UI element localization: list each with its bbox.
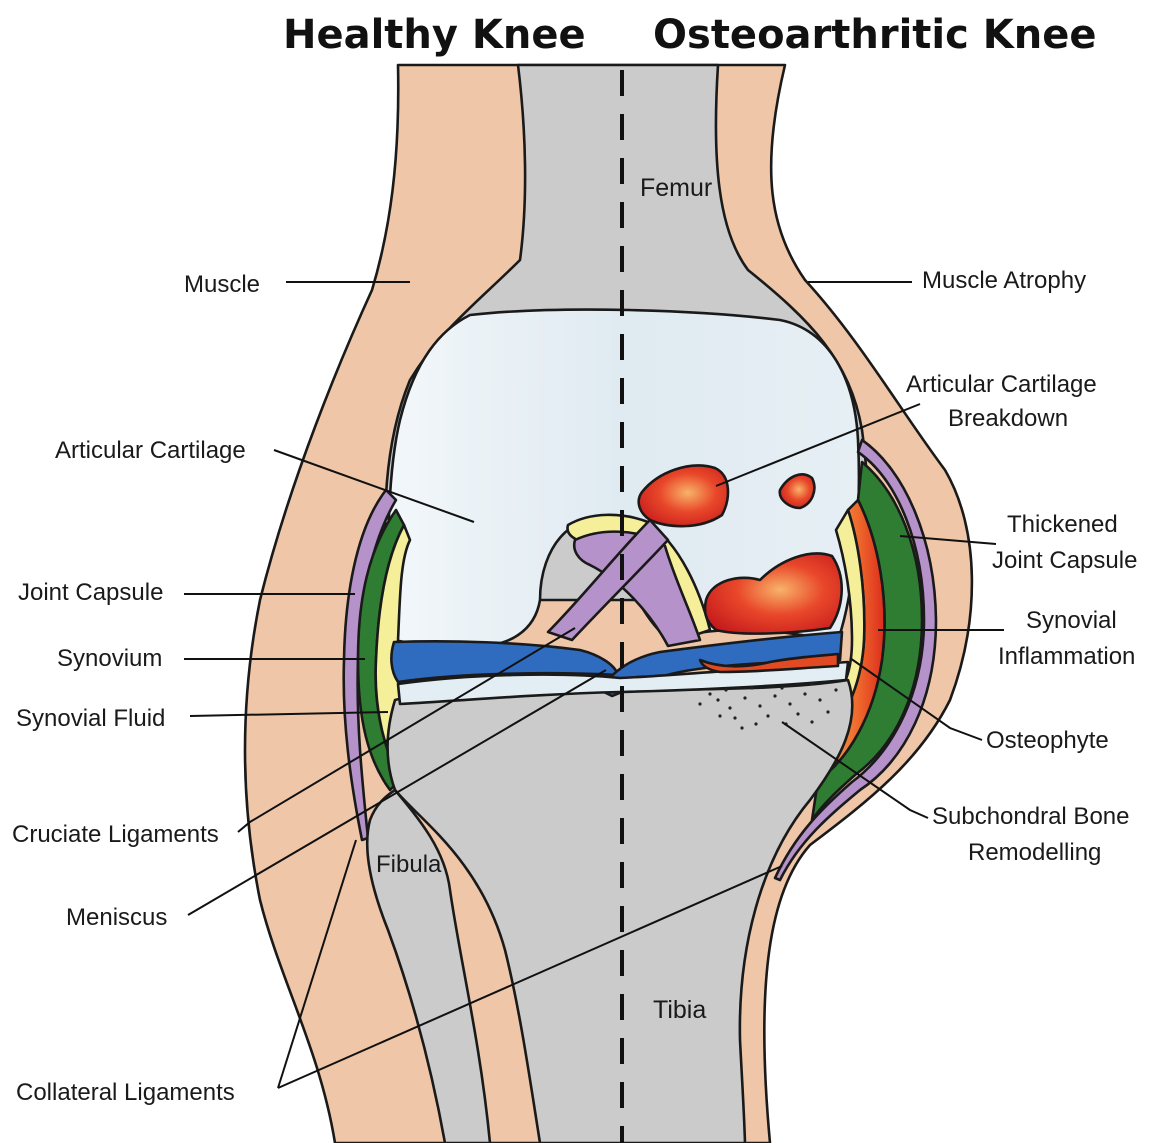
label-joint-capsule: Joint Capsule bbox=[18, 579, 163, 606]
label-muscle: Muscle bbox=[184, 271, 260, 298]
label-osteophyte: Osteophyte bbox=[986, 727, 1109, 754]
label-thickened-capsule-line1: Thickened bbox=[1007, 511, 1118, 538]
label-synovial-inflammation-line2: Inflammation bbox=[998, 643, 1135, 670]
label-subchondral-line2: Remodelling bbox=[968, 839, 1101, 866]
label-fibula: Fibula bbox=[376, 851, 442, 878]
label-collateral-ligaments: Collateral Ligaments bbox=[16, 1079, 235, 1106]
label-synovial-inflammation-line1: Synovial bbox=[1026, 607, 1117, 634]
title-osteoarthritic-knee: Osteoarthritic Knee bbox=[653, 12, 1097, 58]
label-tibia: Tibia bbox=[653, 996, 706, 1024]
label-cartilage-breakdown-line2: Breakdown bbox=[948, 405, 1068, 432]
label-articular-cartilage: Articular Cartilage bbox=[55, 437, 246, 464]
label-cruciate-ligaments: Cruciate Ligaments bbox=[12, 821, 219, 848]
label-subchondral-line1: Subchondral Bone bbox=[932, 803, 1129, 830]
label-meniscus: Meniscus bbox=[66, 904, 167, 931]
label-synovial-fluid: Synovial Fluid bbox=[16, 705, 165, 732]
label-synovium: Synovium bbox=[57, 645, 162, 672]
label-thickened-capsule-line2: Joint Capsule bbox=[992, 547, 1137, 574]
label-muscle-atrophy: Muscle Atrophy bbox=[922, 267, 1086, 294]
title-healthy-knee: Healthy Knee bbox=[283, 12, 586, 58]
label-femur: Femur bbox=[640, 174, 712, 202]
label-cartilage-breakdown-line1: Articular Cartilage bbox=[906, 371, 1097, 398]
